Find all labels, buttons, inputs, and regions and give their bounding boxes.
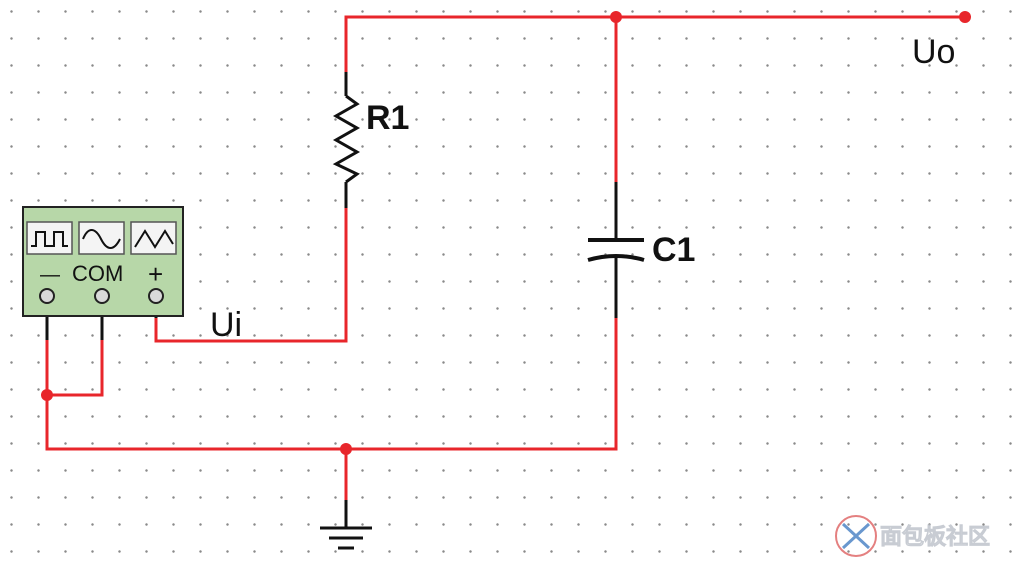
wire-top[interactable] xyxy=(344,15,967,74)
junction-ground[interactable] xyxy=(340,443,352,455)
minus-terminal-label: — xyxy=(40,264,60,286)
sine-wave-icon xyxy=(82,229,121,249)
resistor-zigzag xyxy=(332,94,361,184)
triangle-wave-icon xyxy=(134,229,174,249)
wires xyxy=(45,15,967,522)
com-terminal[interactable] xyxy=(94,288,110,304)
ground-symbol[interactable] xyxy=(320,526,372,550)
plus-terminal-label: + xyxy=(148,259,163,289)
capacitor-label: C1 xyxy=(652,231,695,269)
plus-terminal[interactable] xyxy=(148,288,164,304)
output-label: Uo xyxy=(912,33,955,71)
output-terminal[interactable] xyxy=(959,11,971,23)
resistor-label: R1 xyxy=(366,99,409,137)
triangle-wave-button[interactable] xyxy=(130,221,177,255)
square-wave-icon xyxy=(31,231,68,247)
junction-com[interactable] xyxy=(41,389,53,401)
watermark-text: 面包板社区 xyxy=(880,524,990,550)
square-wave-button[interactable] xyxy=(26,221,73,255)
watermark: 面包板社区 xyxy=(835,515,990,557)
capacitor-plate-bottom xyxy=(587,254,645,262)
sine-wave-button[interactable] xyxy=(78,221,125,255)
wire-c1-bottom[interactable] xyxy=(45,298,618,451)
junction-top[interactable] xyxy=(610,11,622,23)
com-terminal-label: COM xyxy=(72,261,123,286)
watermark-logo-mark xyxy=(841,522,871,550)
wire-ui[interactable] xyxy=(154,206,348,343)
input-label: Ui xyxy=(210,306,242,344)
junctions xyxy=(41,11,971,455)
capacitor-c1[interactable]: C1 xyxy=(587,231,695,269)
watermark-logo-icon xyxy=(835,515,877,557)
resistor-r1[interactable]: R1 xyxy=(332,94,409,184)
function-generator[interactable]: — COM + xyxy=(22,206,184,317)
minus-terminal[interactable] xyxy=(39,288,55,304)
